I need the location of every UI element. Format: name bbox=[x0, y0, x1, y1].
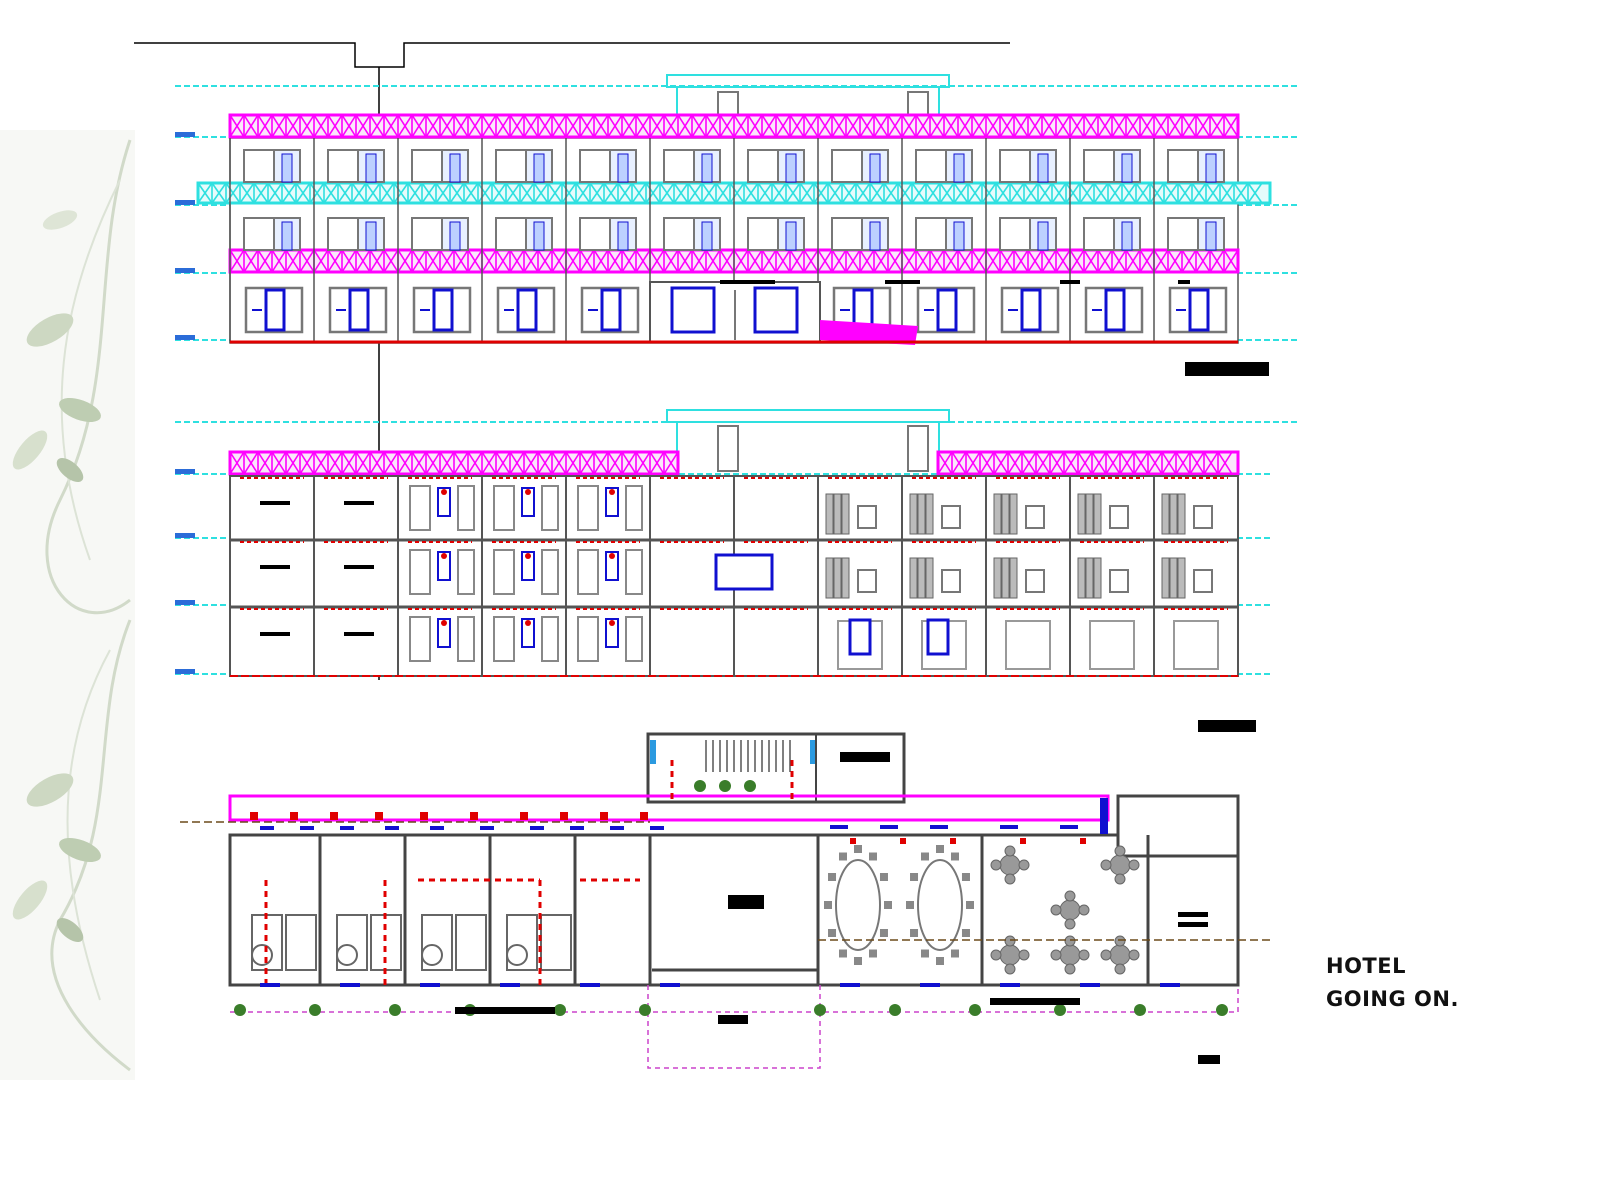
leaf-background bbox=[0, 130, 135, 1080]
ground-floor-plan bbox=[180, 732, 1270, 1069]
caption-line-2: GOING ON. bbox=[1326, 987, 1459, 1011]
building-section bbox=[175, 409, 1300, 732]
conference-tables bbox=[835, 859, 963, 951]
front-elevation bbox=[175, 74, 1300, 376]
caption: HOTEL GOING ON. bbox=[1326, 950, 1459, 1016]
caption-line-1: HOTEL bbox=[1326, 954, 1406, 978]
